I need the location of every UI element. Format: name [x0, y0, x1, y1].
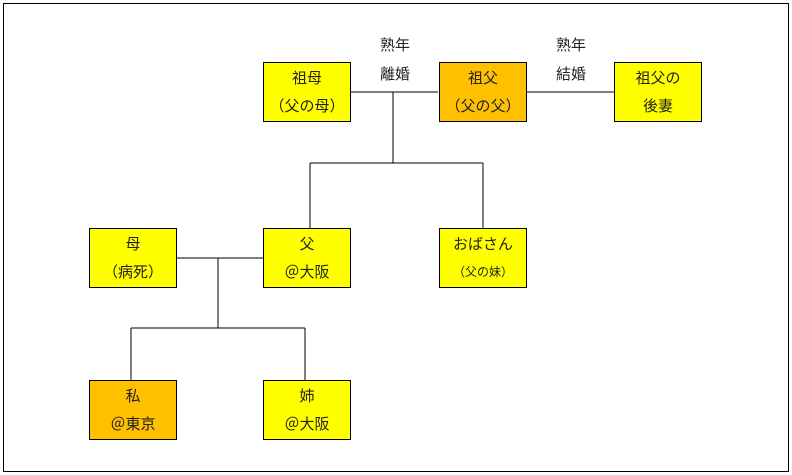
node-grandmother-line1: 祖母: [291, 69, 322, 87]
node-me-line1: 私: [125, 387, 141, 405]
remarriage-label: 熟年 結婚: [541, 31, 601, 89]
node-grandfather-line2: （父の父）: [445, 97, 521, 115]
node-aunt-line1: おばさん: [452, 235, 513, 253]
node-mother: 母 （病死）: [89, 228, 177, 288]
node-grandfather-line1: 祖父: [467, 69, 498, 87]
node-grandfather-second-wife-line2: 後妻: [642, 97, 673, 115]
node-aunt-line2: （父の妹）: [452, 265, 513, 279]
divorce-label-line2: 離婚: [379, 65, 410, 83]
divorce-label-line1: 熟年: [379, 36, 410, 54]
node-grandfather-second-wife: 祖父の 後妻: [614, 62, 702, 122]
node-grandmother-line2: （父の母）: [269, 97, 345, 115]
node-father: 父 ＠大阪: [263, 228, 351, 288]
remarriage-label-line2: 結婚: [555, 65, 586, 83]
node-father-line1: 父: [299, 235, 315, 253]
node-me-line2: ＠東京: [110, 415, 156, 433]
node-sister-line1: 姉: [299, 387, 315, 405]
node-aunt: おばさん （父の妹）: [439, 228, 527, 288]
node-sister-line2: ＠大阪: [284, 415, 330, 433]
node-mother-line1: 母: [125, 235, 141, 253]
node-grandfather-second-wife-line1: 祖父の: [635, 69, 681, 87]
node-me: 私 ＠東京: [89, 380, 177, 440]
node-father-line2: ＠大阪: [284, 263, 330, 281]
node-grandfather: 祖父 （父の父）: [439, 62, 527, 122]
node-mother-line2: （病死）: [102, 263, 163, 281]
remarriage-label-line1: 熟年: [555, 36, 586, 54]
node-sister: 姉 ＠大阪: [263, 380, 351, 440]
node-grandmother: 祖母 （父の母）: [263, 62, 351, 122]
divorce-label: 熟年 離婚: [365, 31, 425, 89]
